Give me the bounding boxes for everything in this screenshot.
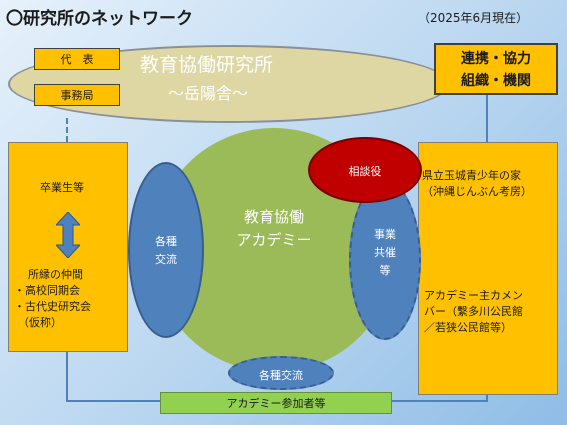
cosponsor-line1: 事業 xyxy=(374,228,396,241)
institute-subtitle: ～岳陽舎～ xyxy=(168,84,249,103)
cosponsor-line3: 等 xyxy=(379,264,391,277)
cosponsor-line2: 共催 xyxy=(374,246,396,259)
youth-house-line2: （沖縄じんぶん考房） xyxy=(422,185,532,198)
consultant-label: 相談役 xyxy=(348,165,382,178)
connector-left-dashed xyxy=(66,118,68,142)
member-line-1: アカデミー主カメン xyxy=(424,289,523,302)
role-secretariat: 事務局 xyxy=(34,84,120,106)
exchange-left-line1: 各種 xyxy=(155,235,177,248)
youth-house-line1: 県立玉城青少年の家 xyxy=(422,169,521,182)
connector-right-bottom xyxy=(486,395,488,402)
double-arrow-icon xyxy=(56,212,80,258)
exchange-bottom-label: 各種交流 xyxy=(259,369,303,382)
participants-box: アカデミー参加者等 xyxy=(160,392,392,414)
page-title: 〇研究所のネットワーク xyxy=(6,9,193,29)
connector-left-bottom xyxy=(66,352,68,402)
partners-line1: 連携・協力 xyxy=(461,51,531,67)
member-line-3: ／若狭公民館等） xyxy=(424,321,512,334)
institute-name: 教育協働研究所 xyxy=(140,54,274,76)
cosponsor-ellipse xyxy=(349,180,421,340)
member-line-2: バー（繫多川公民館 xyxy=(424,305,523,318)
graduates-label: 卒業生等 xyxy=(40,181,84,194)
academy-name-line2: アカデミー xyxy=(236,231,312,249)
exchange-bottom-ellipse xyxy=(228,356,334,390)
group-item-2: ・古代史研究会 xyxy=(14,300,91,313)
group-item-3: （仮称） xyxy=(18,316,62,329)
academy-name-line1: 教育協働 xyxy=(243,208,304,226)
role-representative: 代 表 xyxy=(34,48,120,70)
group-title: 所縁の仲間 xyxy=(28,268,83,281)
exchange-left-line2: 交流 xyxy=(155,253,177,266)
partners-line2: 組織・機関 xyxy=(461,73,531,89)
partners-box: 連携・協力 組織・機関 xyxy=(434,43,558,95)
group-item-1: ・高校同期会 xyxy=(14,284,80,297)
date-label: （2025年6月現在） xyxy=(418,11,529,25)
consultant-ellipse xyxy=(308,137,422,203)
right-panel xyxy=(418,142,558,395)
exchange-left-ellipse xyxy=(128,162,204,338)
connector-right-vertical xyxy=(486,94,488,142)
